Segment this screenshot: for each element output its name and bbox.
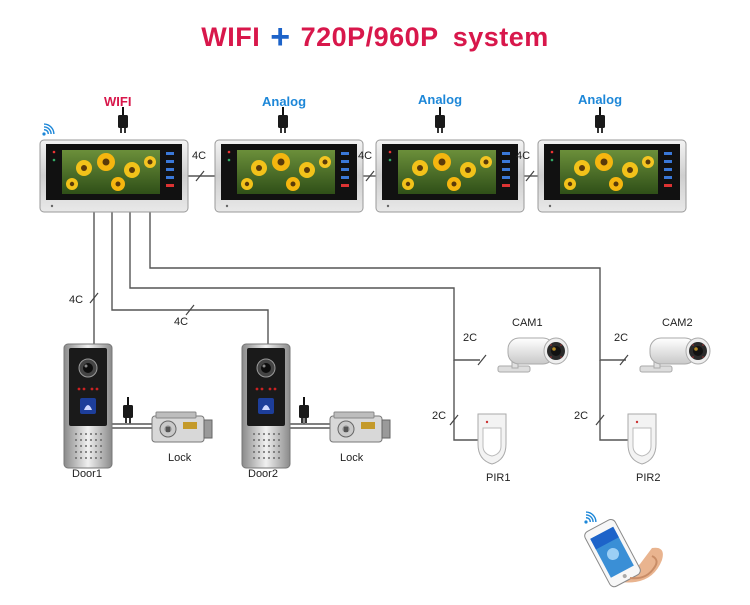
power-adapter-icon (594, 106, 606, 134)
wire-label-pir1: 2C (432, 410, 447, 422)
power-adapter-icon (122, 396, 134, 424)
device-label-door2: Door2 (248, 468, 278, 480)
lock-icon (151, 411, 213, 443)
smartphone-icon (584, 519, 663, 588)
device-label-lock1: Lock (168, 452, 192, 464)
monitor-analog-3 (537, 139, 687, 213)
wire-label-cam1: 2C (463, 332, 478, 344)
wire-label-door2: 4C (174, 316, 189, 328)
power-adapter-icon (117, 106, 129, 134)
device-label-cam1: CAM1 (512, 317, 543, 329)
device-label-cam2: CAM2 (662, 317, 693, 329)
monitor-label-wifi: WIFI (104, 94, 132, 109)
camera-icon (639, 337, 711, 373)
monitor-analog-2 (375, 139, 525, 213)
power-adapter-icon (277, 106, 289, 134)
camera-icon (497, 337, 569, 373)
wifi-icon (583, 509, 599, 525)
monitor-label-analog-1: Analog (262, 94, 307, 109)
wire-label-link-3: 4C (516, 150, 531, 162)
wire-label-pir2: 2C (574, 410, 589, 422)
wire-ticks (89, 170, 629, 426)
title-wifi: WIFI (201, 22, 261, 52)
title-plus: + (270, 18, 291, 56)
pir-sensor-icon (627, 413, 657, 465)
device-label-lock2: Lock (340, 452, 364, 464)
device-label-pir2: PIR2 (636, 472, 661, 484)
wiring (93, 175, 628, 441)
wire-label-door1: 4C (69, 294, 84, 306)
device-label-pir1: PIR1 (486, 472, 511, 484)
lock-icon (329, 411, 391, 443)
doorbell-icon (63, 343, 113, 469)
power-adapter-icon (434, 106, 446, 134)
wifi-icon (41, 121, 57, 137)
monitor-wifi (39, 139, 189, 213)
title-resolution: 720P/960P (300, 22, 439, 52)
monitor-analog-1 (214, 139, 364, 213)
monitor-label-analog-3: Analog (578, 92, 623, 107)
device-label-door1: Door1 (72, 468, 102, 480)
diagram-title: WIFI +720P/960P system (0, 18, 750, 57)
wire-label-cam2: 2C (614, 332, 629, 344)
wire-label-link-2: 4C (358, 150, 373, 162)
doorbell-icon (241, 343, 291, 469)
title-system: system (452, 22, 549, 52)
wire-label-link-1: 4C (192, 150, 207, 162)
pir-sensor-icon (477, 413, 507, 465)
monitor-label-analog-2: Analog (418, 92, 463, 107)
